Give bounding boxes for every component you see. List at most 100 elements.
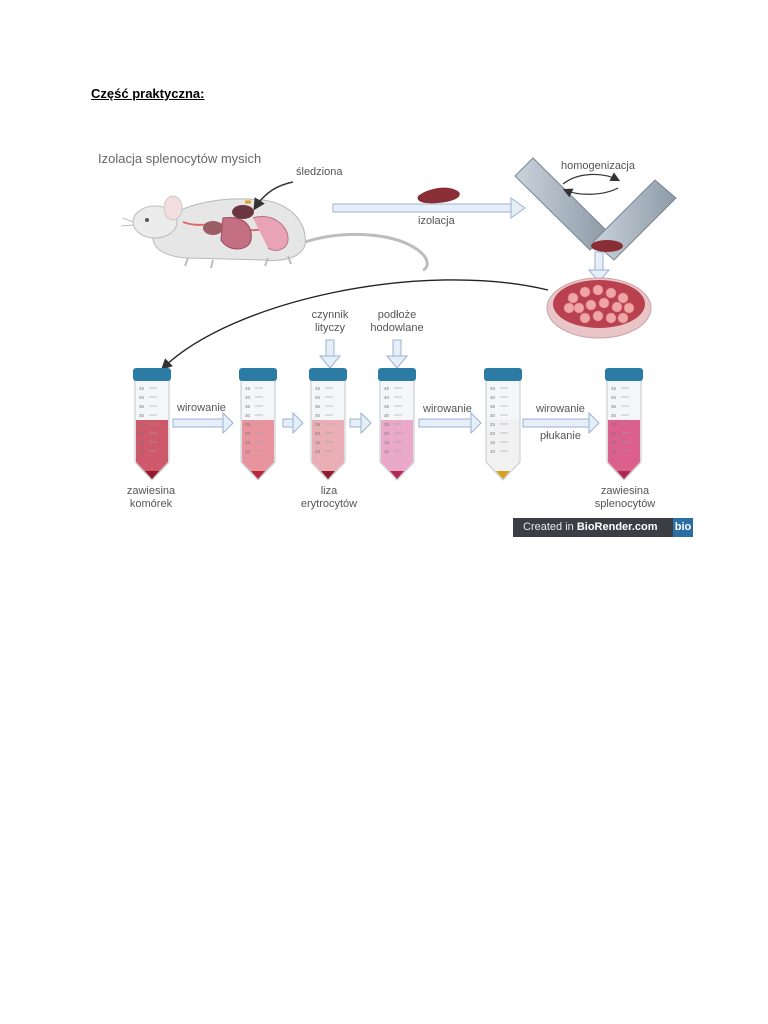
tube-liquid xyxy=(381,420,413,479)
tube-tick-label: 15 xyxy=(490,440,496,445)
tube-liquid xyxy=(136,420,168,479)
cell-cluster xyxy=(623,302,635,314)
tube-tick-label: 45 xyxy=(315,386,321,391)
isolation-arrow xyxy=(332,197,526,219)
tube-liquid xyxy=(242,420,274,479)
tube-pellet xyxy=(321,471,335,479)
tube-tick-label: 40 xyxy=(245,395,251,400)
cell-cluster xyxy=(598,297,610,309)
tubes-group: 45 40 35 30 25 20 15 10 45 40 35 30 25 20 15 10 45 40 35 30… xyxy=(133,368,643,481)
tube-tick-label: 20 xyxy=(315,431,321,436)
tube-tick-label: 10 xyxy=(490,449,496,454)
centrifuge-label-1: wirowanie xyxy=(177,402,226,414)
tube-tick-label: 25 xyxy=(611,422,617,427)
tube-tick-label: 10 xyxy=(139,449,145,454)
tube-tick-label: 30 xyxy=(315,413,321,418)
petri-dish-illustration xyxy=(546,277,652,339)
tube-tick-label: 25 xyxy=(384,422,390,427)
cell-cluster xyxy=(579,286,591,298)
tube-cap xyxy=(239,368,277,381)
tube-cap xyxy=(605,368,643,381)
tube-tick-label: 10 xyxy=(384,449,390,454)
tube-tick-label: 25 xyxy=(315,422,321,427)
tube-tick-label: 30 xyxy=(490,413,496,418)
figure-graphics: 45 40 35 30 25 20 15 10 45 40 35 30 25 20 15 10 45 40 35 30… xyxy=(120,157,677,481)
horizontal-process-arrow xyxy=(282,411,304,435)
cell-cluster xyxy=(605,312,617,324)
process-arrows xyxy=(172,411,600,435)
horizontal-process-arrow xyxy=(349,411,372,435)
tube-tick-label: 20 xyxy=(490,431,496,436)
tube-cap xyxy=(133,368,171,381)
tube-cap xyxy=(309,368,347,381)
tube-tick-label: 25 xyxy=(245,422,251,427)
tube-tick-label: 20 xyxy=(245,431,251,436)
tube-tick-label: 30 xyxy=(384,413,390,418)
tube-tick-label: 35 xyxy=(245,404,251,409)
spleen-icon xyxy=(417,187,460,204)
horizontal-process-arrow xyxy=(522,411,600,435)
tube-tick-label: 15 xyxy=(139,440,145,445)
culture-medium-arrow xyxy=(385,339,409,369)
tube-tick-label: 40 xyxy=(139,395,145,400)
tube-pellet xyxy=(617,471,631,479)
homogenization-label: homogenizacja xyxy=(561,160,635,172)
centrifuge-label-3: wirowanie xyxy=(536,403,585,415)
tube-tick-label: 35 xyxy=(384,404,390,409)
cell-cluster xyxy=(605,287,617,299)
tube-tick-label: 40 xyxy=(384,395,390,400)
tube-liquid xyxy=(608,420,640,479)
erythrocyte-lysis-label: liza erytrocytów xyxy=(300,485,358,510)
tube-cap xyxy=(378,368,416,381)
tube-tick-label: 45 xyxy=(384,386,390,391)
tube-tick-label: 30 xyxy=(245,413,251,418)
tube-liquid xyxy=(312,420,344,479)
section-heading: Część praktyczna: xyxy=(91,86,205,101)
tube-tick-label: 15 xyxy=(245,440,251,445)
lytic-agent-label: czynnik lityczy xyxy=(311,309,349,334)
washing-label: płukanie xyxy=(540,430,581,442)
tube-tick-label: 30 xyxy=(139,413,145,418)
tube-tick-label: 20 xyxy=(139,431,145,436)
spleen-label: śledziona xyxy=(296,166,343,178)
tube-pellet xyxy=(390,471,404,479)
culture-medium-label: podłoże hodowlane xyxy=(370,309,424,334)
tube-liquid xyxy=(487,420,519,479)
horizontal-process-arrow xyxy=(418,411,482,435)
tube-pellet xyxy=(145,471,159,479)
tube-tick-label: 25 xyxy=(490,422,496,427)
spleen-pointer-arrow xyxy=(253,181,294,211)
tube-cap xyxy=(484,368,522,381)
down-arrow-to-dish xyxy=(587,251,611,283)
glass-slides-illustration xyxy=(514,157,677,261)
tube-pellet xyxy=(496,471,510,479)
isolation-label: izolacja xyxy=(418,215,455,227)
tube-tick-label: 35 xyxy=(315,404,321,409)
tube-tick-label: 35 xyxy=(611,404,617,409)
tube-tick-label: 45 xyxy=(245,386,251,391)
tube-tick-label: 45 xyxy=(139,386,145,391)
tube-tick-label: 40 xyxy=(490,395,496,400)
centrifuge-label-2: wirowanie xyxy=(423,403,472,415)
horizontal-process-arrow xyxy=(172,411,234,435)
cell-cluster xyxy=(592,310,604,322)
cell-cluster xyxy=(611,301,623,313)
cell-cluster xyxy=(573,302,585,314)
tube-tick-label: 35 xyxy=(139,404,145,409)
mouse-illustration xyxy=(120,195,429,272)
splenocyte-isolation-figure: 45 40 35 30 25 20 15 10 45 40 35 30 25 20 15 10 45 40 35 30… xyxy=(93,140,693,540)
cell-suspension-label: zawiesina komórek xyxy=(126,485,176,510)
tube-tick-label: 10 xyxy=(315,449,321,454)
cell-cluster xyxy=(617,292,629,304)
cell-cluster xyxy=(567,292,579,304)
tube-tick-label: 25 xyxy=(139,422,145,427)
biorender-watermark: Created in BioRender.com bio xyxy=(513,518,693,537)
tube-tick-label: 40 xyxy=(611,395,617,400)
tube-tick-label: 15 xyxy=(384,440,390,445)
return-curve-arrow xyxy=(160,279,549,370)
